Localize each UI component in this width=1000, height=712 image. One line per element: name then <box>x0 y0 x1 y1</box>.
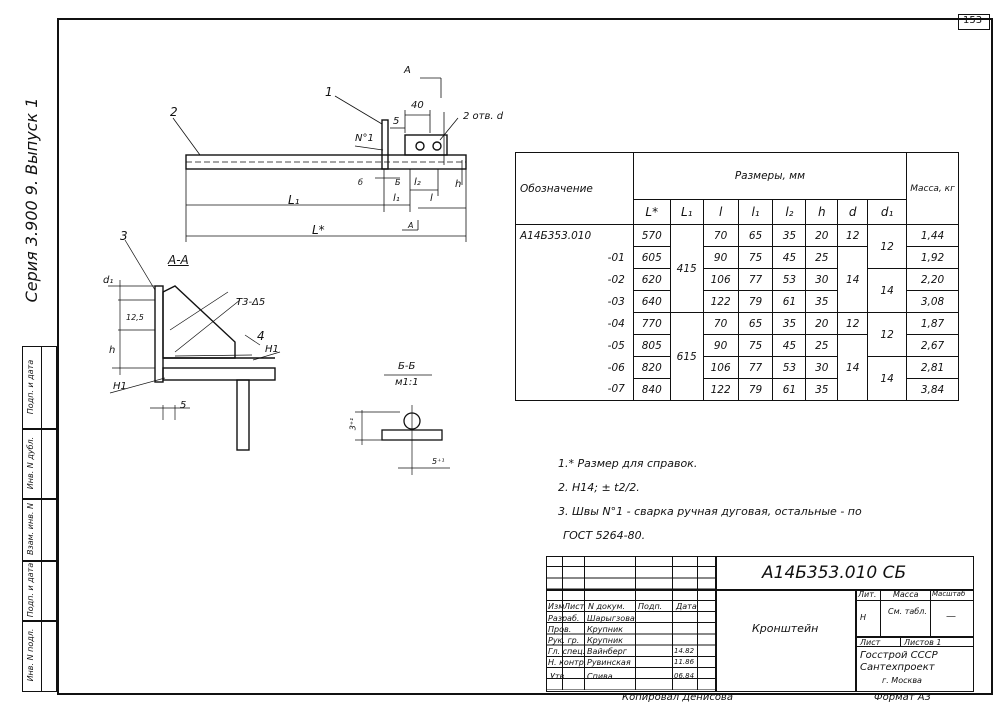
leader-4-label: 4 <box>257 329 265 343</box>
L1-group-a: 415 <box>669 224 704 313</box>
weld-t3-label: Т3-Δ5 <box>236 297 266 308</box>
detail-dim-3: 3⁺¹ <box>348 417 358 431</box>
dim-L1-label: L₁ <box>288 193 300 207</box>
tb-person-chief: Вайнберг <box>587 647 627 656</box>
tb-col-list: Лист <box>564 602 585 611</box>
dim-header-L1: L₁ <box>669 199 704 225</box>
dim-h-label: h <box>455 179 462 190</box>
dim-b2-label: Б <box>395 178 401 187</box>
tb-org-3: г. Москва <box>882 676 922 685</box>
dim-l1-label: l₁ <box>393 193 400 204</box>
table-row: -01 605 90 75 45 25 14 1,92 <box>515 246 959 313</box>
dimensions-header: Размеры, мм <box>632 152 908 200</box>
dim-header-h: h <box>805 199 839 225</box>
tb-date-normcontrol: 11.86 <box>674 658 695 666</box>
dim-5-section-label: 5 <box>180 400 187 411</box>
note-1: 1.* Размер для справок. <box>558 457 698 470</box>
section-title: А-А <box>168 253 189 267</box>
drawing-frame <box>57 18 993 695</box>
tb-scale-value: — <box>946 611 956 622</box>
tb-scale-label: Масштаб <box>932 590 966 598</box>
dim-5-top-label: 5 <box>393 116 400 127</box>
dim-header-l2: l₂ <box>772 199 807 225</box>
tb-col-izm: Изм <box>548 602 565 611</box>
weld-h1-left-label: Н1 <box>113 381 127 392</box>
L1-group-b: 615 <box>669 312 704 401</box>
arrow-a-top-label: А <box>404 65 411 76</box>
tb-col-doc: N докум. <box>588 602 626 611</box>
tb-sheets-label: Листов 1 <box>904 638 942 647</box>
tb-doc-code: А14Б353.010 СБ <box>762 563 907 583</box>
tb-role-group-head: Рук. гр. <box>548 636 580 645</box>
note-3: 3. Швы N°1 - сварка ручная дуговая, оста… <box>558 505 862 518</box>
tb-person-group-head: Крупник <box>587 636 623 645</box>
section-h-label: h <box>109 345 116 356</box>
dim-header-l: l <box>702 199 739 225</box>
spec-table: Обозначение Размеры, мм Масса, кг L* L₁ … <box>515 152 959 401</box>
mass-header: Масса, кг <box>906 152 959 225</box>
copied-by: Копировал Денисова <box>622 692 733 703</box>
tb-org-1: Госстрой СССР <box>860 650 938 661</box>
dim-40-label: 40 <box>411 100 424 111</box>
table-row: -07 840 122 79 61 35 3,84 <box>515 378 959 401</box>
d1-label: d₁ <box>103 275 114 286</box>
tb-role-normcontrol: Н. контр. <box>548 658 587 667</box>
tb-lit-value: Н <box>860 613 867 622</box>
detail-title: Б-Б <box>398 361 416 372</box>
dim-l2-label: l₂ <box>414 177 421 188</box>
leader-3-label: 3 <box>120 229 128 243</box>
tb-role-checker: Пров. <box>548 625 572 634</box>
table-row: -05 805 90 75 45 25 14 2,67 <box>515 334 959 401</box>
tb-sheet-label: Лист <box>860 638 881 647</box>
holes-label: 2 отв. d <box>463 111 504 122</box>
note-4: ГОСТ 5264-80. <box>563 529 646 542</box>
designation-header: Обозначение <box>515 152 634 225</box>
table-row: А14Б353.010 570 415 70 65 35 20 12 12 1,… <box>515 224 959 313</box>
leader-1-label: 1 <box>325 85 333 99</box>
detail-scale: м1:1 <box>395 377 419 388</box>
tb-role-approved: Утв. <box>550 672 567 681</box>
tb-org-2: Сантехпроект <box>860 662 935 673</box>
weld-h1-right-label: Н1 <box>265 344 279 355</box>
format-label: Формат А3 <box>874 692 931 703</box>
dim-l-label: l <box>430 193 433 204</box>
tb-role-developer: Разраб. <box>548 614 580 623</box>
page-number-box <box>958 14 990 30</box>
side-stamp <box>22 346 42 692</box>
dim-b-label: б <box>358 178 363 187</box>
dim-header-d1: d₁ <box>867 199 908 225</box>
tb-mass-value: См. табл. <box>888 607 927 616</box>
arrow-a-bottom-label: А <box>408 221 414 230</box>
dim-header-L: L* <box>632 199 671 225</box>
note-2: 2. Н14; ± t2/2. <box>558 481 640 494</box>
tb-person-developer: Шарыгзова <box>587 614 635 623</box>
page-number: 153 <box>963 15 983 26</box>
tb-col-sign: Подп. <box>638 602 663 611</box>
tb-lit-label: Лит. <box>858 590 877 599</box>
tb-person-approved: Спива... <box>587 672 621 681</box>
tb-person-normcontrol: Рувинская <box>587 658 631 667</box>
table-row: -06 820 106 77 53 30 14 2,81 <box>515 356 959 401</box>
tb-col-date: Дата <box>676 602 697 611</box>
dim-header-d: d <box>837 199 869 225</box>
tb-person-checker: Крупник <box>587 625 623 634</box>
tb-date-chief: 14.82 <box>674 647 695 655</box>
tb-part-name: Кронштейн <box>752 622 819 635</box>
weld-number-label: N°1 <box>355 133 374 144</box>
table-row: -04 770 615 70 65 35 20 12 12 1,87 <box>515 312 959 401</box>
detail-dim-5: 5⁺¹ <box>432 457 445 466</box>
dim-Lstar-label: L* <box>312 223 325 237</box>
dim-header-l1: l₁ <box>737 199 774 225</box>
tb-role-chief: Гл. спец. <box>548 647 586 656</box>
dim-125-label: 12,5 <box>126 313 144 322</box>
tb-mass-label: Масса <box>893 590 919 599</box>
tb-date-approved: 06.84 <box>674 672 695 680</box>
leader-2-label: 2 <box>170 105 178 119</box>
table-row: -02 620 106 77 53 30 14 2,20 <box>515 268 959 313</box>
